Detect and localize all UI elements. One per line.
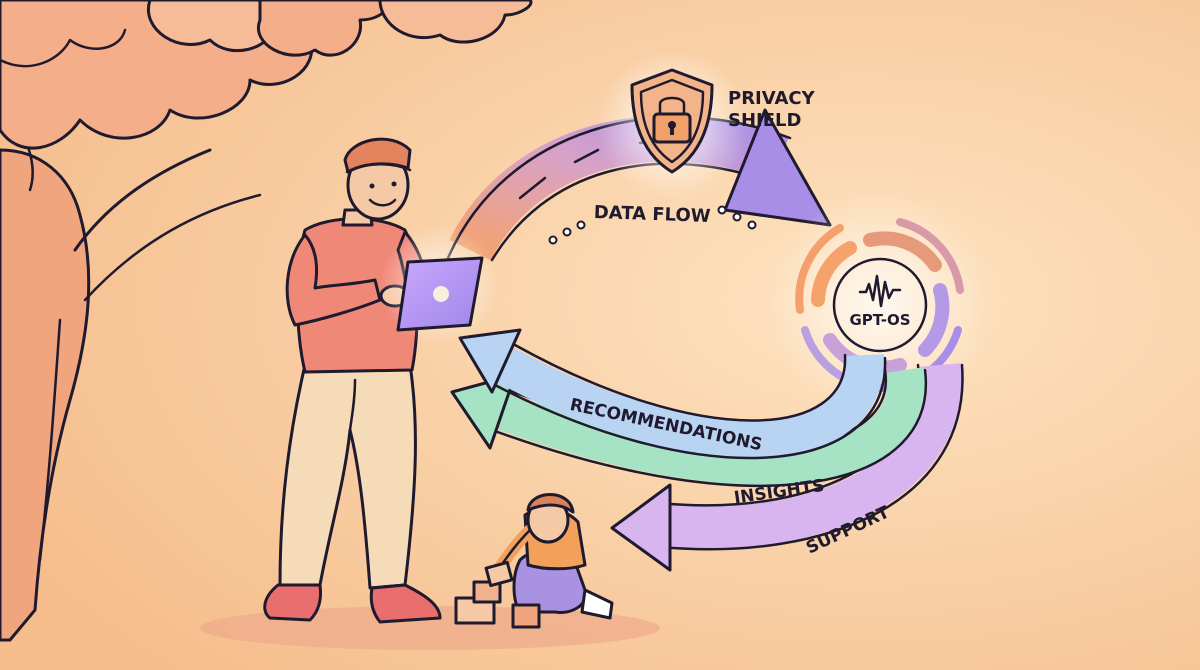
data-flow-label: DATA FLOW (593, 202, 711, 227)
toy-blocks (454, 560, 541, 629)
privacy-shield-line2: SHIELD (728, 110, 801, 131)
tablet-icon (380, 225, 500, 345)
ground-shadow (200, 606, 660, 650)
adult-figure (263, 137, 442, 624)
waveform-icon (858, 274, 902, 308)
data-flow-dots (548, 205, 757, 245)
privacy-shield: PRIVACY SHIELD (597, 50, 816, 200)
tree (0, 0, 533, 642)
shield-lock-icon (652, 96, 692, 144)
gpt-os-label: GPT-OS (849, 311, 910, 329)
privacy-shield-line1: PRIVACY (728, 88, 816, 109)
